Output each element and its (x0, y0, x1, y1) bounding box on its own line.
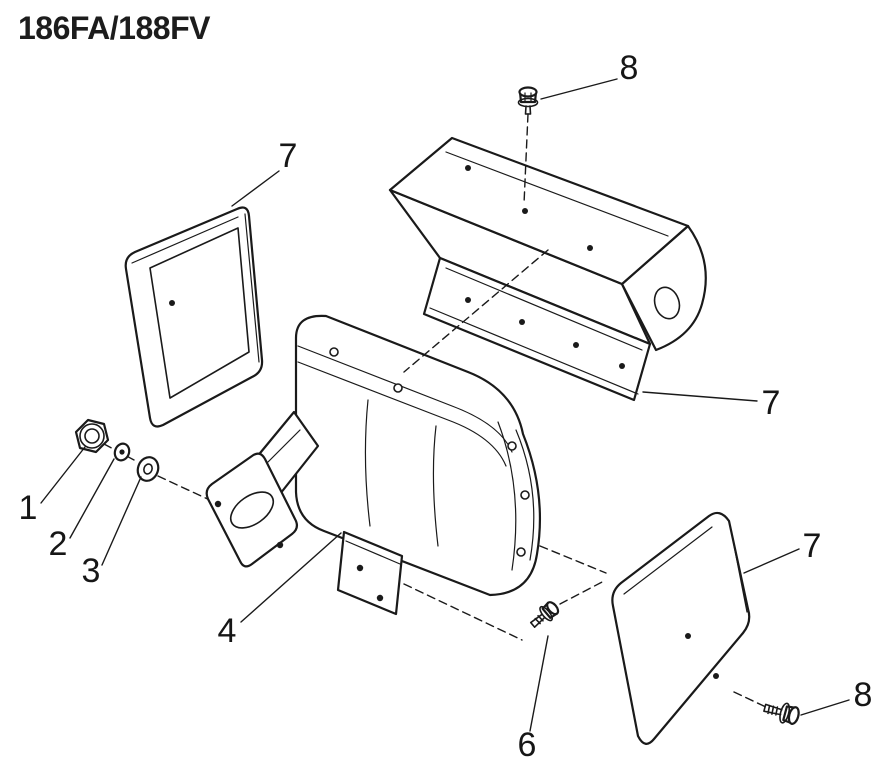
leader-1 (40, 446, 86, 504)
callout-6: 6 (517, 726, 537, 764)
heat-shield (388, 136, 707, 402)
leader-lines (40, 78, 850, 732)
bolt-top (517, 86, 539, 115)
spring-washer (113, 442, 131, 462)
leader-4 (240, 532, 342, 623)
assembly-lines (403, 113, 769, 709)
leader-3 (101, 476, 142, 566)
cover-right (611, 511, 751, 745)
cover-left (124, 206, 264, 428)
leader-7-shield (642, 391, 758, 402)
callout-8-bottom: 8 (853, 676, 873, 714)
callout-1: 1 (18, 489, 38, 527)
outlet-flange (205, 410, 320, 568)
muffler-body (294, 314, 541, 597)
callout-2: 2 (48, 525, 68, 563)
bolt-small (529, 601, 560, 628)
bolt-bottom (763, 702, 800, 725)
leader-7-left (231, 170, 280, 207)
flange-nut (74, 418, 110, 454)
mount-bracket (336, 530, 404, 616)
leader-8-top (540, 78, 618, 100)
leader-2 (69, 458, 115, 539)
callout-4: 4 (217, 612, 237, 650)
callout-3: 3 (81, 552, 101, 590)
callout-7-right: 7 (802, 527, 822, 565)
callout-8-top: 8 (619, 49, 639, 87)
leader-6 (529, 635, 549, 732)
leader-8-bottom (800, 699, 850, 716)
callout-7-shield: 7 (761, 384, 781, 422)
flat-washer (136, 456, 160, 482)
leader-7-right (743, 548, 800, 574)
callout-7-left: 7 (278, 137, 298, 175)
page-title: 186FA/188FV (18, 10, 210, 46)
